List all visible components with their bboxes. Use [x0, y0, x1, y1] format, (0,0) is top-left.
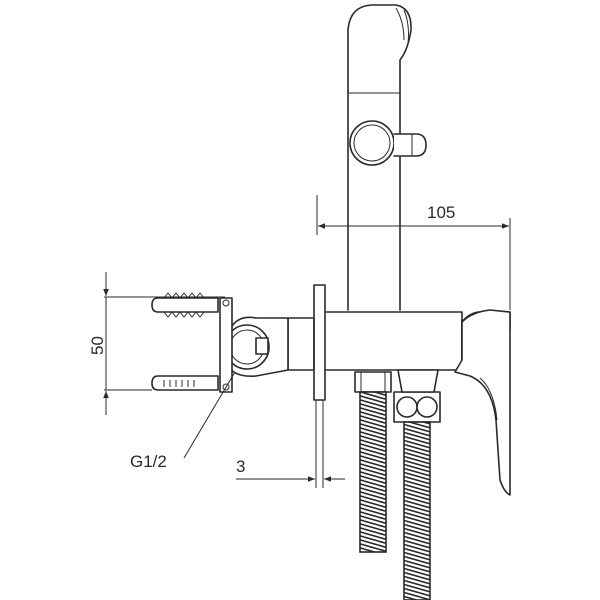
thread-callout-label: G1/2: [130, 452, 167, 471]
braided-hose-left: [359, 391, 387, 553]
dimension-height-label: 50: [88, 336, 107, 355]
wall-plug-lower: [151, 375, 219, 391]
holder-bracket: [219, 297, 315, 393]
shower-handset: [347, 4, 427, 311]
wall-plug-upper: [151, 292, 219, 318]
supply-elbow: [354, 371, 392, 393]
dimension-width-label: 105: [427, 203, 455, 222]
dimension-plate: 3: [236, 400, 345, 488]
valve-nut: [393, 369, 441, 423]
dimension-width: 105: [316, 195, 511, 310]
mixer-body: [324, 309, 511, 496]
braided-hose-right: [403, 421, 431, 600]
wall-plate: [313, 284, 326, 401]
dimension-height: 50: [88, 272, 225, 415]
thread-callout: G1/2: [130, 371, 236, 471]
dimension-plate-label: 3: [236, 457, 245, 476]
